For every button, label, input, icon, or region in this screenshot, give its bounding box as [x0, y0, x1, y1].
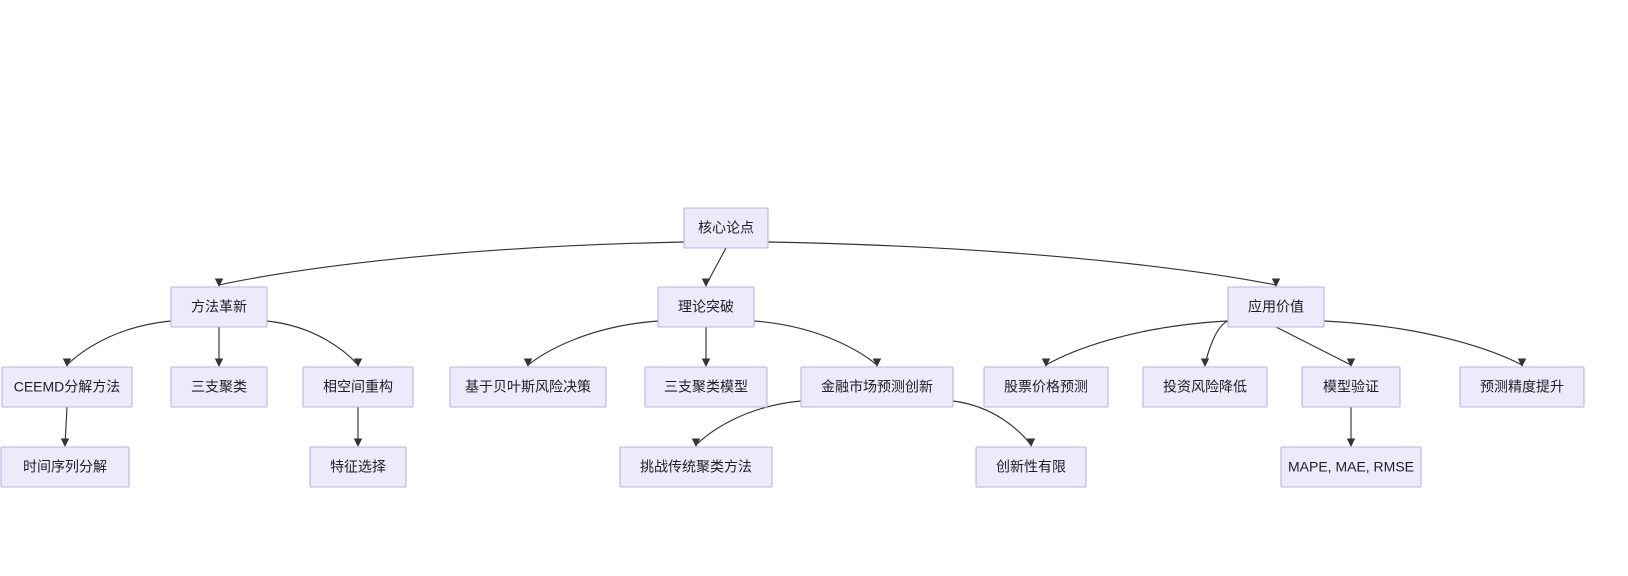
node-label: 基于贝叶斯风险决策: [465, 379, 591, 395]
node-box[interactable]: [657, 286, 755, 328]
node-box[interactable]: [1280, 446, 1422, 488]
edge-b1-to-c1: [62, 320, 172, 367]
edge-b2-to-c6: [753, 320, 882, 367]
node-box[interactable]: [0, 446, 130, 488]
node-b1[interactable]: 方法革新: [170, 286, 268, 328]
node-label: 方法革新: [191, 299, 247, 315]
node-label: 预测精度提升: [1480, 379, 1564, 395]
node-root[interactable]: 核心论点: [683, 207, 769, 249]
node-box[interactable]: [302, 366, 414, 408]
node-box[interactable]: [170, 366, 268, 408]
node-label: 股票价格预测: [1004, 379, 1088, 395]
node-box[interactable]: [800, 366, 954, 408]
edge-b3-to-c9: [1275, 326, 1356, 367]
edge-root-to-b3: [767, 241, 1281, 287]
node-label: 创新性有限: [996, 459, 1066, 475]
edge-c1-to-d1: [60, 406, 70, 447]
node-d3[interactable]: 挑战传统聚类方法: [619, 446, 773, 488]
node-c6[interactable]: 金融市场预测创新: [800, 366, 954, 408]
edge-b2-to-c5: [701, 327, 711, 367]
node-label: 模型验证: [1323, 379, 1379, 395]
edge-layer: [60, 241, 1527, 447]
edge-b3-to-c8: [1200, 320, 1229, 367]
node-box[interactable]: [644, 366, 768, 408]
edge-b1-to-c2: [214, 327, 224, 367]
node-box[interactable]: [1301, 366, 1401, 408]
node-box[interactable]: [1227, 286, 1325, 328]
node-c8[interactable]: 投资风险降低: [1142, 366, 1268, 408]
node-label: 挑战传统聚类方法: [640, 459, 752, 475]
node-c2[interactable]: 三支聚类: [170, 366, 268, 408]
edge-c6-to-d4: [952, 400, 1036, 447]
node-box[interactable]: [309, 446, 407, 488]
edge-b1-to-c3: [266, 320, 363, 367]
edge-c6-to-d3: [691, 400, 802, 447]
node-label: CEEMD分解方法: [14, 379, 121, 395]
node-label: 投资风险降低: [1163, 379, 1247, 395]
node-c10[interactable]: 预测精度提升: [1459, 366, 1585, 408]
node-box[interactable]: [1459, 366, 1585, 408]
node-label: MAPE, MAE, RMSE: [1288, 459, 1414, 475]
node-label: 时间序列分解: [23, 459, 107, 475]
node-box[interactable]: [449, 366, 607, 408]
node-label: 三支聚类: [191, 379, 247, 395]
edge-b3-to-c7: [1041, 320, 1229, 367]
node-c7[interactable]: 股票价格预测: [983, 366, 1109, 408]
node-box[interactable]: [983, 366, 1109, 408]
node-label: 理论突破: [678, 299, 734, 315]
node-b3[interactable]: 应用价值: [1227, 286, 1325, 328]
node-d4[interactable]: 创新性有限: [975, 446, 1087, 488]
node-label: 三支聚类模型: [664, 379, 748, 395]
node-d2[interactable]: 特征选择: [309, 446, 407, 488]
node-label: 特征选择: [330, 459, 386, 475]
node-d5[interactable]: MAPE, MAE, RMSE: [1280, 446, 1422, 488]
node-label: 核心论点: [698, 220, 754, 236]
node-label: 金融市场预测创新: [821, 379, 933, 395]
edge-b2-to-c4: [523, 320, 659, 367]
node-c3[interactable]: 相空间重构: [302, 366, 414, 408]
node-b2[interactable]: 理论突破: [657, 286, 755, 328]
node-box[interactable]: [1142, 366, 1268, 408]
node-label: 应用价值: [1248, 299, 1304, 315]
edge-c9-to-d5: [1346, 407, 1356, 447]
edge-root-to-b1: [214, 241, 685, 287]
node-c1[interactable]: CEEMD分解方法: [1, 366, 133, 408]
node-box[interactable]: [1, 366, 133, 408]
node-c5[interactable]: 三支聚类模型: [644, 366, 768, 408]
node-box[interactable]: [975, 446, 1087, 488]
node-box[interactable]: [683, 207, 769, 249]
edge-root-to-b2: [701, 247, 727, 287]
node-c4[interactable]: 基于贝叶斯风险决策: [449, 366, 607, 408]
edge-b3-to-c10: [1323, 320, 1527, 367]
edge-c3-to-d2: [353, 407, 363, 447]
node-d1[interactable]: 时间序列分解: [0, 446, 130, 488]
node-label: 相空间重构: [323, 379, 393, 395]
node-c9[interactable]: 模型验证: [1301, 366, 1401, 408]
node-box[interactable]: [619, 446, 773, 488]
node-box[interactable]: [170, 286, 268, 328]
